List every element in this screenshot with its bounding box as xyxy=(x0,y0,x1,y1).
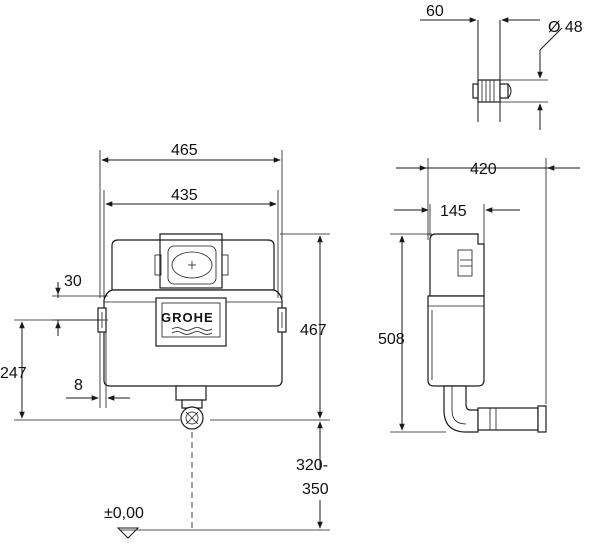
dim-8-label: 8 xyxy=(74,377,83,394)
dim-350-label: 350 xyxy=(302,481,329,498)
dim-465-label: 465 xyxy=(171,142,198,159)
dim-508-label: 508 xyxy=(378,331,405,348)
dim-247-label: 247 xyxy=(0,365,27,382)
dim-420-label: 420 xyxy=(470,161,497,178)
top-detail-actuator xyxy=(420,17,563,130)
front-view-cistern xyxy=(97,233,287,530)
side-view-cistern xyxy=(427,233,547,433)
dim-d48-label: Ø 48 xyxy=(548,19,583,36)
dim-320-label: 320- xyxy=(296,457,328,474)
dim-floor-label: ±0,00 xyxy=(104,505,144,522)
side-dimensions xyxy=(390,158,580,433)
dim-467-label: 467 xyxy=(300,322,327,339)
dim-435-label: 435 xyxy=(171,187,198,204)
front-dimensions xyxy=(14,150,330,539)
dim-145-label: 145 xyxy=(440,203,467,220)
dim-60-label: 60 xyxy=(426,3,444,20)
dim-30-label: 30 xyxy=(64,273,82,290)
grohe-logo: GROHE xyxy=(161,310,214,325)
